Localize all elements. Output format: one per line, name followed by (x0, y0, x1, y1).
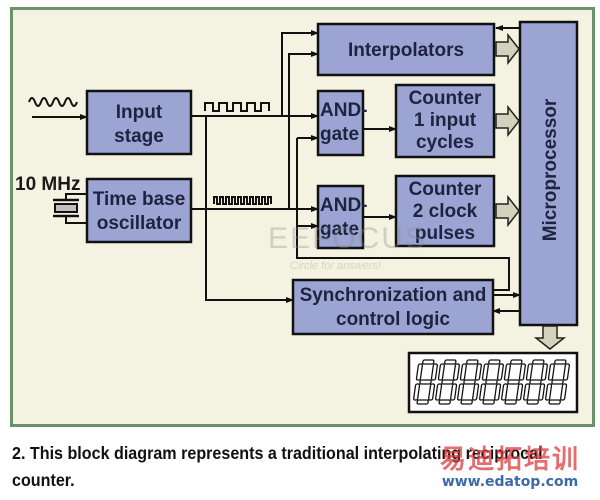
counter-2-label-1: Counter (409, 179, 482, 200)
display-segment (507, 379, 520, 385)
display-segment (415, 363, 423, 381)
display-segment (494, 383, 502, 401)
microprocessor-label: Microprocessor (540, 98, 561, 241)
edatop-watermark-url: www.edatop.com (441, 474, 579, 490)
bus-arrows (495, 32, 567, 350)
display-segment (562, 363, 570, 381)
display-segment (474, 363, 482, 381)
display-segment (538, 383, 546, 401)
input-stage-block: Input stage (85, 89, 193, 156)
edatop-watermark: 易迪拓培训 www.edatop.com (440, 446, 580, 490)
display-segment (560, 383, 568, 401)
interpolators-label: Interpolators (348, 40, 464, 61)
display-segment (479, 383, 487, 401)
eefocus-watermark: EEFOCUS (268, 222, 428, 255)
display-segment (516, 383, 524, 401)
display-segment (438, 399, 451, 405)
eefocus-watermark-sub: Circle for answers! (290, 260, 382, 272)
display-digit (479, 359, 504, 405)
counter-2-label-2: 2 clock (413, 201, 478, 222)
interpolators-block: Interpolators (316, 22, 496, 77)
display-segment (472, 383, 480, 401)
crystal-icon (53, 193, 87, 224)
and-gate-1-block: AND- gate (316, 89, 368, 157)
edatop-watermark-cn: 易迪拓培训 (439, 445, 580, 475)
display-segment (548, 399, 561, 405)
display-segment (496, 363, 504, 381)
display-segment (523, 383, 531, 401)
display-segment (435, 383, 443, 401)
counter-1-block: Counter 1 input cycles (394, 83, 496, 159)
counter-1-label-3: cycles (416, 132, 474, 153)
display-segment (457, 383, 465, 401)
input-pulse-train-icon (204, 102, 270, 112)
input-stage-label-2: stage (114, 126, 164, 147)
sync-logic-block: Synchronization and control logic (291, 278, 495, 336)
figure-caption: 2. This block diagram represents a tradi… (12, 443, 543, 490)
display-segment (481, 363, 489, 381)
display-segment (525, 363, 533, 381)
display-segment (437, 363, 445, 381)
display-segment (459, 363, 467, 381)
display-segment (441, 379, 454, 385)
display-segment (430, 363, 438, 381)
display-segment (413, 383, 421, 401)
time-base-block: Time base oscillator (85, 177, 193, 244)
display-segment (529, 379, 542, 385)
display-segment (460, 399, 473, 405)
counter-2-block: Counter 2 clock pulses (394, 174, 496, 248)
display-segment (503, 363, 511, 381)
display-segment (504, 399, 517, 405)
display-segment (482, 399, 495, 405)
display-segment (526, 399, 539, 405)
display-segment (419, 379, 432, 385)
display-segment (545, 383, 553, 401)
clock-pulse-train-icon (213, 196, 272, 205)
counter-1-label-1: Counter (409, 88, 482, 109)
display-segment (547, 363, 555, 381)
display-segment (444, 359, 457, 365)
display-digit (545, 359, 570, 405)
display-segment (532, 359, 545, 365)
microprocessor-block: Microprocessor (518, 20, 579, 327)
sync-logic-label-2: control logic (336, 309, 450, 330)
and-gate-1-label-2: gate (320, 124, 359, 145)
display-digit (413, 359, 438, 405)
input-signal-icon (28, 97, 78, 107)
wires (192, 25, 521, 314)
display-digit (457, 359, 482, 405)
display-digit (501, 359, 526, 405)
display-segment (428, 383, 436, 401)
counter-1-label-2: 1 input (414, 110, 477, 131)
display-segment (450, 383, 458, 401)
time-base-label-2: oscillator (97, 213, 182, 234)
sync-logic-label-1: Synchronization and (300, 285, 487, 306)
seven-segment-display (407, 351, 579, 414)
display-digit (435, 359, 460, 405)
display-segment (488, 359, 501, 365)
input-stage-label-1: Input (116, 102, 163, 123)
and-gate-2-block: AND- gate (316, 184, 368, 250)
time-base-label-1: Time base (93, 189, 186, 210)
block-diagram: Input stage Time base oscillator 10 MHz … (15, 20, 579, 414)
display-segment (510, 359, 523, 365)
and-gate-1-label-1: AND- (320, 100, 368, 121)
display-segment (554, 359, 567, 365)
display-segment (422, 359, 435, 365)
display-segment (551, 379, 564, 385)
display-segment (463, 379, 476, 385)
display-segment (540, 363, 548, 381)
and-gate-2-label-2: gate (320, 219, 359, 240)
display-segment (485, 379, 498, 385)
display-digit (523, 359, 548, 405)
and-gate-2-label-1: AND- (320, 195, 368, 216)
counter-2-label-3: pulses (415, 223, 475, 244)
display-segment (452, 363, 460, 381)
display-segment (466, 359, 479, 365)
crystal-frequency-label: 10 MHz (15, 174, 80, 195)
display-segment (416, 399, 429, 405)
display-segment (501, 383, 509, 401)
display-segment (518, 363, 526, 381)
